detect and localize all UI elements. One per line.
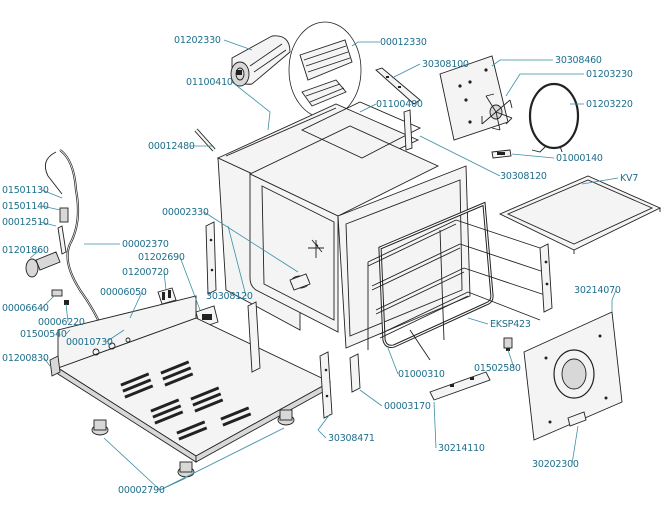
bracket-30308100	[375, 67, 421, 105]
cooling-fan-assembly	[288, 21, 362, 119]
part-label: 30214110	[438, 443, 485, 454]
part-label: 30214070	[574, 285, 621, 296]
door-hinge-bracket	[349, 353, 361, 393]
sensor-probe	[289, 239, 324, 291]
part-label: 01501130	[2, 185, 49, 196]
fan-back-plate	[439, 55, 509, 141]
part-label: 01501140	[2, 201, 49, 212]
adjustable-feet	[91, 409, 295, 478]
part-label: 30308471	[328, 433, 375, 444]
rod-00012480	[194, 128, 216, 152]
switch-01502580	[503, 337, 513, 351]
base-plate	[56, 295, 331, 463]
part-label: 00006640	[2, 303, 49, 314]
part-label: 00012330	[380, 37, 427, 48]
part-label: 01200830	[2, 353, 49, 364]
part-label: 00006220	[38, 317, 85, 328]
part-label: 00006050	[100, 287, 147, 298]
part-label: 00002370	[122, 239, 169, 250]
label-plate-30202300	[567, 411, 587, 427]
part-label: 00003170	[384, 401, 431, 412]
part-label: 01200720	[122, 267, 169, 278]
part-label: 01203220	[586, 99, 633, 110]
front-bar-30214110	[429, 371, 491, 401]
clip-01000140	[491, 149, 512, 159]
part-label: 01500540	[20, 329, 67, 340]
part-labels: 01202330 00012330 30308460 30308100 0120…	[2, 35, 639, 496]
base-bracket-30308471	[247, 301, 333, 419]
part-label: 00012480	[148, 141, 195, 152]
part-label: 00002330	[162, 207, 209, 218]
part-label: 00010730	[66, 337, 113, 348]
heating-element-ring	[528, 82, 580, 153]
part-label: 01000310	[398, 369, 445, 380]
side-bracket-left	[205, 221, 217, 295]
part-label: 01100410	[186, 77, 233, 88]
motor-cylinder-part	[230, 35, 291, 87]
part-label: 30202300	[532, 459, 579, 470]
part-label: EKSP423	[490, 319, 531, 330]
part-label: 01203230	[586, 69, 633, 80]
part-label: KV7	[620, 173, 638, 184]
wiring-harness	[25, 149, 102, 333]
part-label: 01202690	[138, 252, 185, 263]
part-label: 01502580	[474, 363, 521, 374]
fan-impeller	[481, 93, 513, 131]
leader-lines	[29, 39, 619, 491]
terminal-block	[157, 287, 177, 305]
part-label: 30308120	[500, 171, 547, 182]
oven-cavity-body	[216, 101, 494, 349]
side-bracket-right	[539, 243, 553, 313]
part-label: 30308120	[206, 291, 253, 302]
part-label: 01100400	[376, 99, 423, 110]
part-label: 01000140	[556, 153, 603, 164]
rack-guides	[367, 219, 549, 361]
part-label: 00002790	[118, 485, 165, 496]
part-label: 30308100	[422, 59, 469, 70]
foot-bracket	[49, 355, 61, 377]
part-label: 30308460	[555, 55, 602, 66]
part-label: 01202330	[174, 35, 221, 46]
baking-tray	[498, 175, 662, 254]
part-label: 00012510	[2, 217, 49, 228]
part-label: 01201860	[2, 245, 49, 256]
rear-cover-panel	[523, 311, 623, 441]
